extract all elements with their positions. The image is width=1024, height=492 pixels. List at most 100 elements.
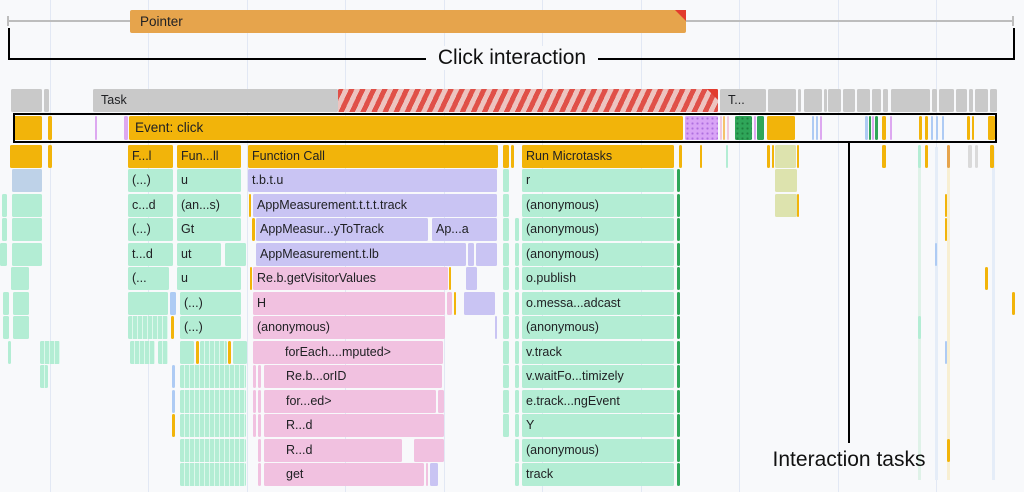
flame-sliver[interactable] (857, 89, 870, 112)
flame-sliver[interactable] (872, 89, 881, 112)
flame-sliver[interactable] (180, 341, 194, 364)
flame-bar[interactable]: e.track...ngEvent (522, 390, 674, 413)
flame-sliver[interactable] (1012, 292, 1015, 315)
flame-sliver[interactable] (171, 316, 174, 339)
flame-sliver[interactable] (438, 390, 444, 413)
flame-sliver[interactable] (128, 292, 168, 315)
flame-sliver[interactable] (454, 292, 456, 315)
flame-sliver[interactable] (767, 116, 795, 140)
flame-sliver[interactable] (503, 341, 509, 364)
flame-bar[interactable]: (anonymous) (253, 316, 445, 339)
flame-sliver[interactable] (932, 89, 937, 112)
flame-sliver[interactable] (797, 194, 799, 217)
flame-bar[interactable]: Task (93, 89, 338, 112)
flame-sliver[interactable] (988, 116, 995, 140)
flame-bar[interactable]: (...) (180, 292, 241, 315)
flame-sliver[interactable] (430, 463, 438, 486)
flame-sliver[interactable] (253, 390, 256, 413)
flame-bar[interactable]: (...) (128, 169, 173, 192)
flame-sliver[interactable] (464, 292, 495, 315)
flame-sliver[interactable] (233, 341, 247, 364)
flame-sliver[interactable] (503, 390, 509, 413)
flame-sliver[interactable] (468, 243, 474, 266)
flame-sliver[interactable] (466, 267, 477, 290)
flame-sliver[interactable] (0, 243, 7, 266)
flame-bar[interactable]: Event: click (129, 116, 683, 140)
flame-sliver[interactable] (258, 390, 261, 413)
flame-bar[interactable]: (anonymous) (522, 194, 674, 217)
flame-sliver[interactable] (677, 169, 680, 192)
task-long-task-hatch[interactable] (338, 89, 718, 112)
flame-bar[interactable]: track (522, 463, 674, 486)
flame-sliver[interactable] (775, 145, 796, 168)
flame-sliver[interactable] (95, 116, 97, 140)
flame-bar[interactable]: t...d (128, 243, 173, 266)
flame-sliver[interactable] (180, 365, 246, 388)
flame-sliver[interactable] (754, 116, 756, 140)
flame-sliver[interactable] (249, 194, 251, 217)
flame-bar[interactable]: AppMeasurement.t.lb (256, 243, 466, 266)
flame-sliver[interactable] (503, 267, 509, 290)
flame-bar[interactable]: forEach....mputed> (253, 341, 443, 364)
flame-sliver[interactable] (677, 267, 680, 290)
flame-sliver[interactable] (515, 365, 519, 388)
flame-sliver[interactable] (990, 89, 997, 112)
flame-bar[interactable]: t.b.t.u (248, 169, 497, 192)
flame-bar[interactable]: (anonymous) (522, 218, 674, 241)
flame-sliver[interactable] (975, 145, 978, 168)
flame-sliver[interactable] (515, 414, 519, 437)
flame-sliver[interactable] (757, 116, 764, 140)
flame-sliver[interactable] (768, 89, 796, 112)
flame-sliver[interactable] (515, 316, 519, 339)
flame-sliver[interactable] (727, 116, 729, 140)
flame-sliver[interactable] (969, 89, 973, 112)
flame-sliver[interactable] (13, 292, 29, 315)
flame-sliver[interactable] (180, 463, 246, 486)
flame-bar[interactable]: Run Microtasks (522, 145, 674, 168)
flame-sliver[interactable] (48, 145, 52, 168)
flame-sliver[interactable] (170, 292, 176, 315)
flame-sliver[interactable] (967, 116, 970, 140)
flame-sliver[interactable] (515, 292, 519, 315)
flame-sliver[interactable] (13, 316, 29, 339)
flame-sliver[interactable] (503, 218, 509, 241)
flame-sliver[interactable] (48, 116, 52, 140)
flame-bar[interactable]: (an...s) (177, 194, 241, 217)
flame-sliver[interactable] (12, 218, 42, 241)
flame-sliver[interactable] (677, 218, 680, 241)
flame-bar[interactable]: Fun...ll (177, 145, 241, 168)
flame-sliver[interactable] (925, 116, 928, 140)
flame-sliver[interactable] (515, 390, 519, 413)
flame-bar[interactable]: (...) (128, 218, 173, 241)
flame-sliver[interactable] (772, 145, 774, 168)
flame-sliver[interactable] (919, 116, 922, 140)
flame-sliver[interactable] (677, 463, 680, 486)
flame-sliver[interactable] (677, 194, 680, 217)
flame-bar[interactable]: Re.b...orID (264, 365, 442, 388)
flame-sliver[interactable] (12, 194, 42, 217)
pointer-interaction-bar[interactable]: Pointer (130, 10, 686, 33)
flame-sliver[interactable] (511, 145, 514, 168)
flame-sliver[interactable] (130, 341, 155, 364)
flame-sliver[interactable] (972, 116, 974, 140)
flame-sliver[interactable] (11, 267, 29, 290)
flame-sliver[interactable] (2, 218, 7, 241)
flame-bar[interactable]: v.track (522, 341, 674, 364)
flame-sliver[interactable] (124, 116, 128, 140)
flame-sliver[interactable] (843, 89, 855, 112)
flame-sliver[interactable] (797, 145, 799, 168)
flame-sliver[interactable] (253, 414, 256, 437)
flame-bar[interactable]: o.messa...adcast (522, 292, 674, 315)
flame-sliver[interactable] (180, 390, 246, 413)
flame-sliver[interactable] (3, 292, 9, 315)
flame-sliver[interactable] (476, 243, 497, 266)
flame-sliver[interactable] (945, 341, 947, 364)
flame-sliver[interactable] (3, 316, 9, 339)
flame-sliver[interactable] (935, 243, 937, 266)
flame-sliver[interactable] (677, 243, 680, 266)
flame-sliver[interactable] (503, 169, 509, 192)
flame-sliver[interactable] (936, 116, 938, 140)
flame-sliver[interactable] (258, 463, 261, 486)
flame-sliver[interactable] (180, 439, 246, 462)
flame-sliver[interactable] (258, 365, 261, 388)
